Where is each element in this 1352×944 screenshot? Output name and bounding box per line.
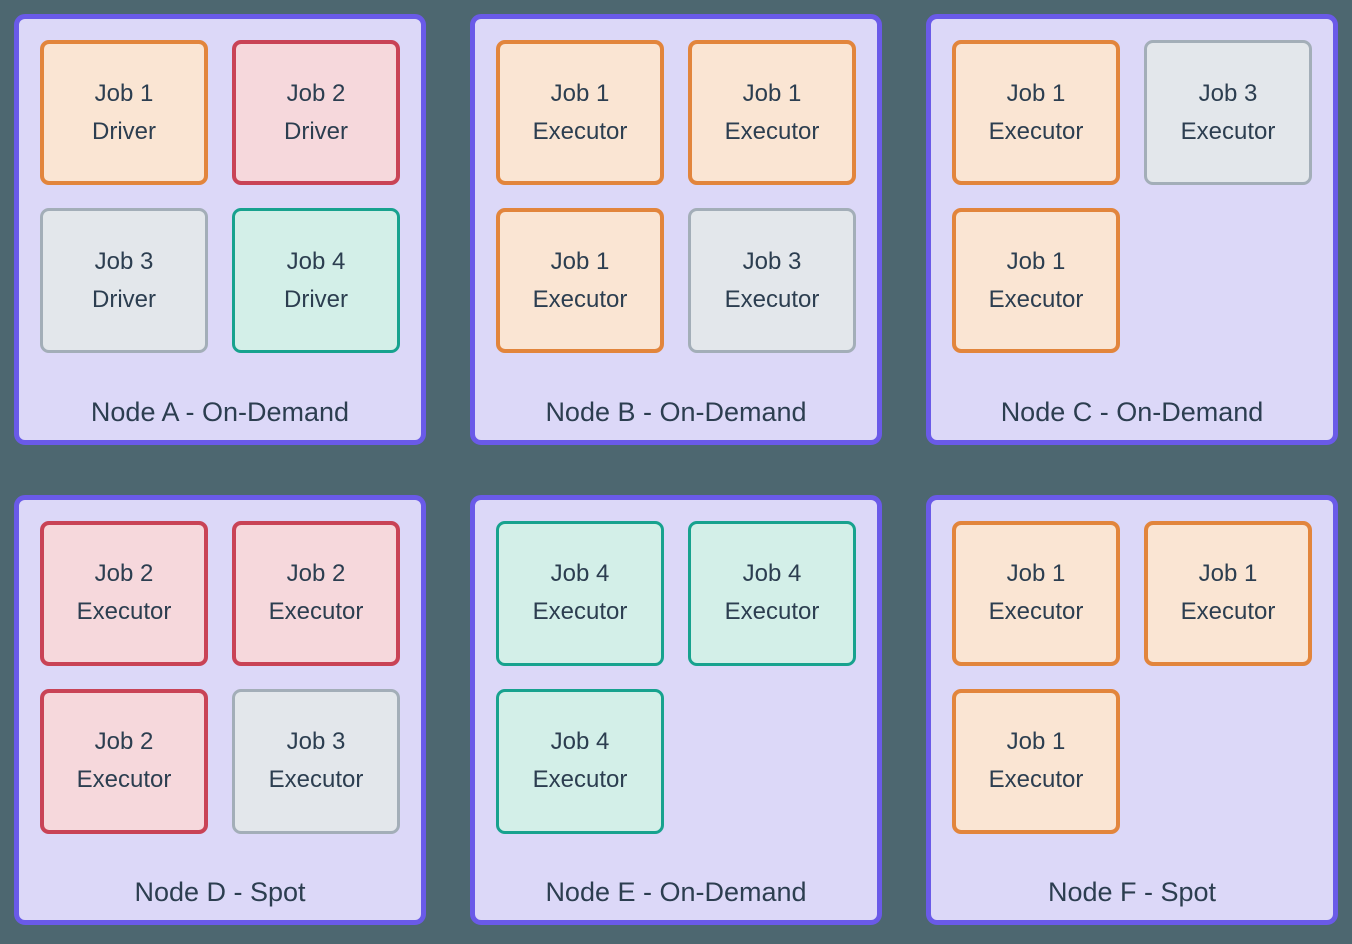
job-line1: Job 2 bbox=[286, 560, 346, 587]
job-box-job1-driver: Job 1 Driver bbox=[40, 40, 208, 185]
node-b: Job 1 Executor Job 1 Executor Job 1 Exec… bbox=[470, 14, 882, 445]
node-d-jobs: Job 2 Executor Job 2 Executor Job 2 Exec… bbox=[19, 500, 421, 834]
job-box-job3-executor: Job 3 Executor bbox=[688, 208, 856, 353]
job-line2: Executor bbox=[1180, 598, 1276, 625]
job-line2: Executor bbox=[532, 285, 628, 313]
job-line2: Executor bbox=[988, 598, 1084, 625]
node-e-jobs: Job 4 Executor Job 4 Executor Job 4 Exec… bbox=[475, 500, 877, 834]
node-d-label: Node D - Spot bbox=[134, 877, 306, 907]
job-box-job4-executor: Job 4 Executor bbox=[688, 520, 856, 666]
job-box-job1-executor: Job 1 Executor bbox=[952, 520, 1120, 666]
job-box-job1-executor: Job 1 Executor bbox=[1144, 520, 1312, 666]
job-line1: Job 3 bbox=[742, 247, 802, 275]
node-a: Job 1 Driver Job 2 Driver Job 3 Driver J… bbox=[14, 14, 426, 445]
job-line2: Executor bbox=[76, 598, 172, 625]
job-box-job1-executor: Job 1 Executor bbox=[688, 40, 856, 185]
job-line1: Job 1 bbox=[1198, 560, 1258, 587]
job-line2: Executor bbox=[532, 117, 628, 145]
job-line1: Job 1 bbox=[742, 79, 802, 107]
job-line2: Executor bbox=[988, 285, 1084, 313]
job-line2: Driver bbox=[92, 285, 156, 313]
node-f: Job 1 Executor Job 1 Executor Job 1 Exec… bbox=[926, 494, 1338, 925]
job-line1: Job 1 bbox=[1006, 247, 1066, 275]
job-line1: Job 4 bbox=[550, 728, 610, 755]
node-b-jobs: Job 1 Executor Job 1 Executor Job 1 Exec… bbox=[475, 19, 877, 353]
node-f-jobs: Job 1 Executor Job 1 Executor Job 1 Exec… bbox=[931, 500, 1333, 834]
job-line2: Executor bbox=[724, 117, 820, 145]
job-line2: Driver bbox=[284, 285, 348, 313]
job-box-job1-executor: Job 1 Executor bbox=[952, 208, 1120, 353]
job-box-job1-executor: Job 1 Executor bbox=[496, 40, 664, 185]
job-line2: Executor bbox=[724, 598, 820, 625]
job-box-job4-executor: Job 4 Executor bbox=[496, 688, 664, 834]
job-line2: Executor bbox=[268, 766, 364, 793]
job-line2: Driver bbox=[284, 117, 348, 145]
job-line1: Job 1 bbox=[1006, 79, 1066, 107]
node-a-jobs: Job 1 Driver Job 2 Driver Job 3 Driver J… bbox=[19, 19, 421, 353]
job-line1: Job 1 bbox=[550, 79, 610, 107]
job-line2: Executor bbox=[532, 598, 628, 625]
node-c-label: Node C - On-Demand bbox=[1000, 396, 1264, 427]
job-line2: Executor bbox=[268, 598, 364, 625]
job-line1: Job 2 bbox=[94, 560, 154, 587]
node-c-jobs: Job 1 Executor Job 3 Executor Job 1 Exec… bbox=[931, 19, 1333, 353]
job-box-job2-executor: Job 2 Executor bbox=[232, 520, 400, 666]
job-box-job1-executor: Job 1 Executor bbox=[952, 40, 1120, 185]
job-line1: Job 1 bbox=[1006, 728, 1066, 755]
job-line2: Driver bbox=[92, 117, 156, 145]
job-line2: Executor bbox=[532, 766, 628, 793]
job-line1: Job 4 bbox=[286, 247, 346, 275]
node-d: Job 2 Executor Job 2 Executor Job 2 Exec… bbox=[14, 494, 426, 925]
job-box-job2-executor: Job 2 Executor bbox=[40, 688, 208, 834]
job-box-job2-driver: Job 2 Driver bbox=[232, 40, 400, 185]
job-line1: Job 1 bbox=[550, 247, 610, 275]
node-b-label: Node B - On-Demand bbox=[545, 396, 807, 427]
node-e: Job 4 Executor Job 4 Executor Job 4 Exec… bbox=[470, 494, 882, 925]
job-box-job2-executor: Job 2 Executor bbox=[40, 520, 208, 666]
job-line2: Executor bbox=[988, 766, 1084, 793]
job-line1: Job 1 bbox=[1006, 560, 1066, 587]
job-line1: Job 3 bbox=[1198, 79, 1258, 107]
job-line2: Executor bbox=[988, 117, 1084, 145]
job-box-job3-driver: Job 3 Driver bbox=[40, 208, 208, 353]
node-e-label: Node E - On-Demand bbox=[545, 877, 807, 907]
job-line2: Executor bbox=[1180, 117, 1276, 145]
job-box-job1-executor: Job 1 Executor bbox=[496, 208, 664, 353]
job-line2: Executor bbox=[724, 285, 820, 313]
job-line1: Job 1 bbox=[94, 79, 154, 107]
job-box-job3-executor: Job 3 Executor bbox=[1144, 40, 1312, 185]
node-f-label: Node F - Spot bbox=[1047, 877, 1217, 907]
job-line1: Job 2 bbox=[94, 728, 154, 755]
job-box-job4-executor: Job 4 Executor bbox=[496, 520, 664, 666]
job-box-job4-driver: Job 4 Driver bbox=[232, 208, 400, 353]
job-line1: Job 3 bbox=[286, 728, 346, 755]
job-box-job1-executor: Job 1 Executor bbox=[952, 688, 1120, 834]
job-line1: Job 4 bbox=[550, 560, 610, 587]
job-line1: Job 3 bbox=[94, 247, 154, 275]
node-c: Job 1 Executor Job 3 Executor Job 1 Exec… bbox=[926, 14, 1338, 445]
job-line1: Job 4 bbox=[742, 560, 802, 587]
job-line1: Job 2 bbox=[286, 79, 346, 107]
job-box-job3-executor: Job 3 Executor bbox=[232, 688, 400, 834]
job-line2: Executor bbox=[76, 766, 172, 793]
node-a-label: Node A - On-Demand bbox=[90, 396, 350, 427]
